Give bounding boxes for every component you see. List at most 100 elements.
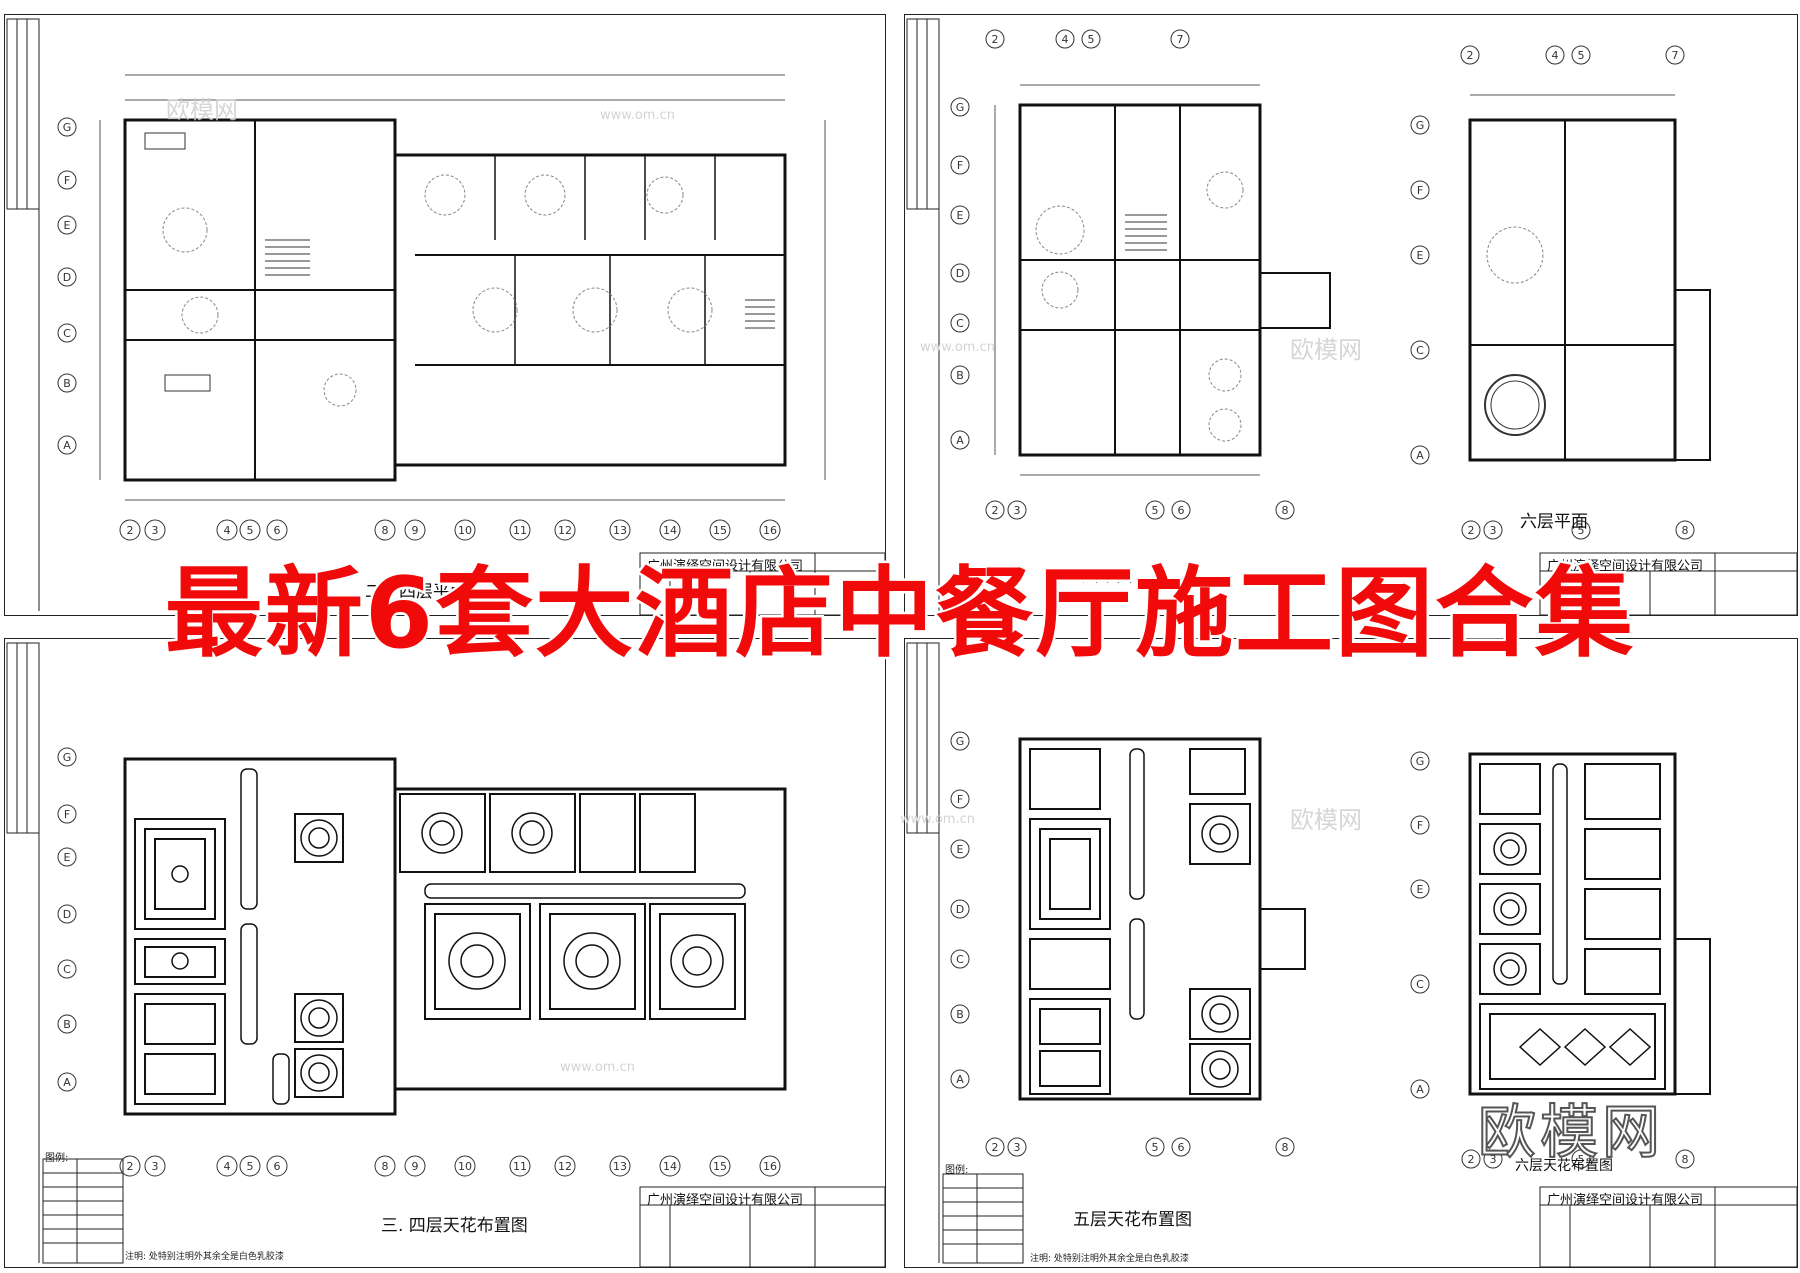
svg-text:16: 16 — [763, 524, 777, 537]
svg-text:A: A — [63, 439, 71, 452]
company-name: 广州演绎空间设计有限公司 — [647, 559, 804, 574]
svg-text:5: 5 — [1578, 524, 1585, 537]
svg-text:F: F — [64, 174, 70, 187]
legend-title: 图例: — [45, 1153, 69, 1164]
svg-text:3: 3 — [1014, 1141, 1021, 1154]
watermark-brand: 欧模网 — [1290, 336, 1362, 364]
svg-text:F: F — [1417, 819, 1423, 832]
svg-text:2: 2 — [1468, 524, 1475, 537]
watermark-url: www.om.cn — [900, 812, 975, 827]
svg-text:C: C — [956, 317, 964, 330]
svg-text:C: C — [63, 963, 71, 976]
svg-text:8: 8 — [1682, 1153, 1689, 1166]
svg-text:2: 2 — [992, 1141, 999, 1154]
svg-text:13: 13 — [613, 524, 627, 537]
svg-text:15: 15 — [713, 1160, 727, 1173]
watermark-url: www.om.cn — [920, 340, 995, 355]
svg-text:E: E — [1417, 883, 1424, 896]
svg-text:11: 11 — [513, 1160, 527, 1173]
svg-text:12: 12 — [558, 524, 572, 537]
svg-text:14: 14 — [663, 1160, 677, 1173]
svg-text:5: 5 — [1578, 49, 1585, 62]
svg-text:15: 15 — [713, 524, 727, 537]
svg-text:5: 5 — [247, 1160, 254, 1173]
watermark-brand: 欧模网 — [166, 96, 238, 124]
svg-text:6: 6 — [274, 1160, 281, 1173]
svg-text:3: 3 — [152, 1160, 159, 1173]
drawing-title-5f-ceiling: 五层天花布置图 — [1073, 1210, 1192, 1230]
svg-text:5: 5 — [1152, 1141, 1159, 1154]
svg-text:G: G — [1416, 119, 1425, 132]
drawing-title-5f: 五层平面 — [1065, 566, 1133, 586]
svg-text:B: B — [63, 377, 71, 390]
company-name: 广州演绎空间设计有限公司 — [1547, 559, 1704, 574]
svg-text:8: 8 — [382, 524, 389, 537]
svg-text:4: 4 — [224, 1160, 231, 1173]
svg-text:F: F — [957, 793, 963, 806]
svg-text:E: E — [1417, 249, 1424, 262]
svg-text:B: B — [63, 1018, 71, 1031]
svg-text:16: 16 — [763, 1160, 777, 1173]
svg-text:A: A — [956, 1073, 964, 1086]
svg-text:3: 3 — [1490, 524, 1497, 537]
svg-text:E: E — [64, 851, 71, 864]
svg-text:12: 12 — [558, 1160, 572, 1173]
watermark-brand: 欧模网 — [1290, 806, 1362, 834]
svg-text:6: 6 — [1178, 504, 1185, 517]
svg-text:G: G — [63, 751, 72, 764]
svg-text:C: C — [1416, 978, 1424, 991]
legend-title: 图例: — [945, 1165, 969, 1176]
svg-text:5: 5 — [1152, 504, 1159, 517]
svg-text:C: C — [63, 327, 71, 340]
drawing-title-6f-ceiling: 六层天花布置图 — [1515, 1158, 1613, 1174]
svg-text:D: D — [956, 267, 964, 280]
svg-text:E: E — [64, 219, 71, 232]
watermark-url: www.om.cn — [560, 1060, 635, 1075]
svg-text:D: D — [63, 908, 71, 921]
svg-text:2: 2 — [1467, 49, 1474, 62]
svg-text:8: 8 — [1682, 524, 1689, 537]
svg-text:3: 3 — [1014, 504, 1021, 517]
svg-text:4: 4 — [1552, 49, 1559, 62]
svg-text:D: D — [956, 903, 964, 916]
svg-text:5: 5 — [1088, 33, 1095, 46]
svg-text:5: 5 — [1578, 1153, 1585, 1166]
svg-text:4: 4 — [1062, 33, 1069, 46]
svg-text:2: 2 — [127, 524, 134, 537]
svg-text:14: 14 — [663, 524, 677, 537]
svg-text:8: 8 — [1282, 1141, 1289, 1154]
company-name: 广州演绎空间设计有限公司 — [1547, 1193, 1704, 1208]
svg-text:2: 2 — [992, 33, 999, 46]
svg-text:A: A — [1416, 449, 1424, 462]
svg-text:F: F — [64, 808, 70, 821]
svg-text:E: E — [957, 843, 964, 856]
svg-text:A: A — [956, 434, 964, 447]
svg-text:13: 13 — [613, 1160, 627, 1173]
svg-text:9: 9 — [412, 524, 419, 537]
svg-text:6: 6 — [1178, 1141, 1185, 1154]
svg-text:D: D — [63, 271, 71, 284]
svg-text:A: A — [63, 1076, 71, 1089]
svg-text:6: 6 — [274, 524, 281, 537]
svg-text:7: 7 — [1177, 33, 1184, 46]
drawing-title-6f: 六层平面 — [1520, 512, 1588, 532]
svg-text:2: 2 — [992, 504, 999, 517]
svg-text:F: F — [957, 159, 963, 172]
paint-note: 注明: 处特别注明外其余全是白色乳胶漆 — [1030, 1254, 1189, 1264]
watermark-url: www.om.cn — [600, 108, 675, 123]
svg-text:2: 2 — [127, 1160, 134, 1173]
svg-text:7: 7 — [1672, 49, 1679, 62]
svg-text:G: G — [1416, 755, 1425, 768]
svg-text:B: B — [956, 1008, 964, 1021]
svg-text:2: 2 — [1468, 1153, 1475, 1166]
svg-text:9: 9 — [412, 1160, 419, 1173]
svg-text:E: E — [957, 209, 964, 222]
svg-text:11: 11 — [513, 524, 527, 537]
